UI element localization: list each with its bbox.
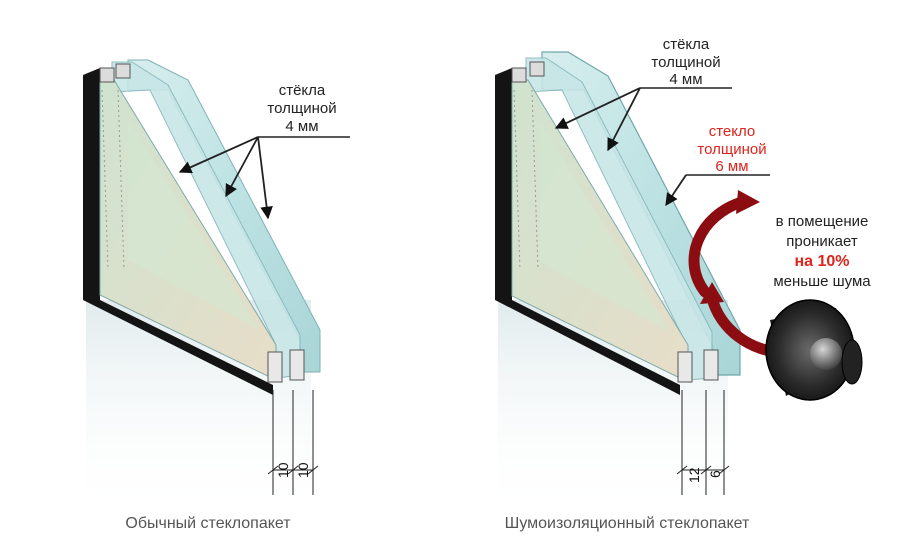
right-glass-callout <box>554 87 732 152</box>
left-caption: Обычный стеклопакет <box>125 515 291 532</box>
left-dim-1: 10 <box>275 462 291 478</box>
right-glass-label-line1: стёкла <box>663 36 710 53</box>
speaker-icon <box>765 299 863 401</box>
left-dim-2: 10 <box>295 462 311 478</box>
standard-glazing-unit <box>83 59 321 520</box>
right-dim-1: 12 <box>686 467 702 483</box>
left-glass-label-line2: толщиной <box>267 100 336 117</box>
left-glass-label-line3: 4 мм <box>285 118 318 135</box>
right-glass-label-line3: 4 мм <box>669 71 702 88</box>
noise-text-highlight: на 10% <box>794 253 849 270</box>
thick-glass-label-line3: 6 мм <box>715 158 748 175</box>
noise-text-line1: в помещение <box>776 213 869 230</box>
left-glass-label-line1: стёкла <box>279 82 326 99</box>
left-glass-callout <box>178 136 350 220</box>
right-glass-label-line2: толщиной <box>651 54 720 71</box>
noise-text-line2: проникает <box>786 233 858 250</box>
right-dim-2: 6 <box>707 470 723 478</box>
soundproof-glazing-unit <box>495 51 741 520</box>
thick-glass-label-line2: толщиной <box>697 141 766 158</box>
thick-glass-callout <box>665 174 770 207</box>
noise-text-line4: меньше шума <box>773 273 871 290</box>
thick-glass-label-line1: стекло <box>709 123 756 140</box>
right-caption: Шумоизоляционный стеклопакет <box>505 515 750 532</box>
